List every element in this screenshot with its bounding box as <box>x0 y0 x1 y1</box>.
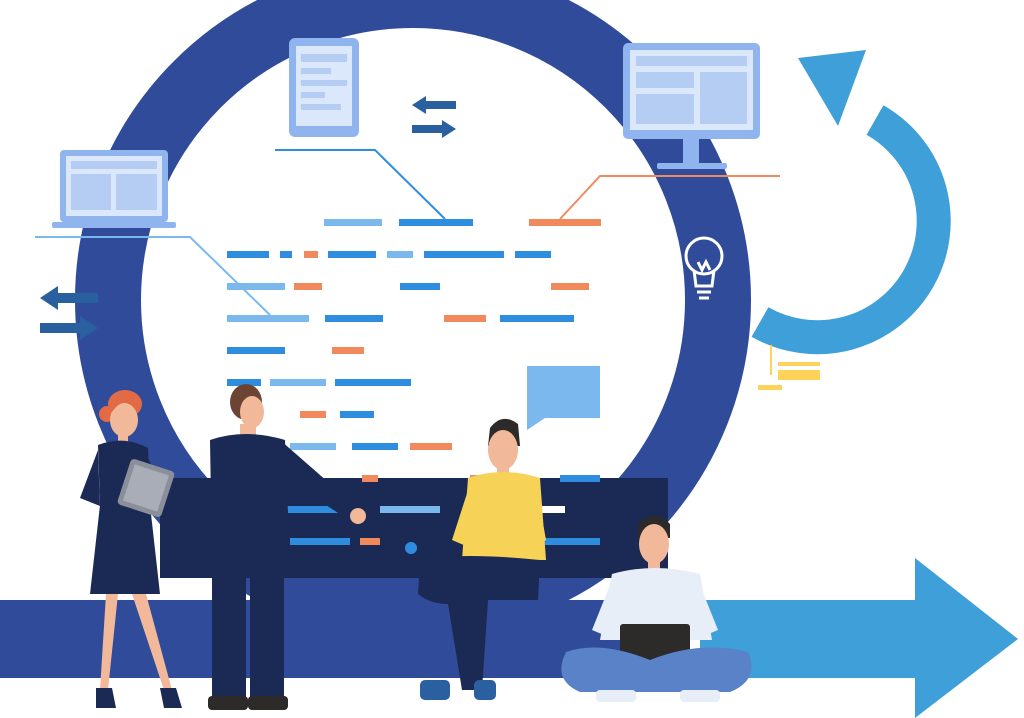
main-cycle-ring <box>75 0 751 638</box>
monitor-icon <box>623 43 760 169</box>
yellow-notes <box>758 345 820 390</box>
laptop-icon <box>52 150 176 228</box>
exchange-arrows-icon-left <box>40 286 98 340</box>
man-with-laptop-yellow <box>376 418 546 700</box>
lightbulb-icon <box>684 236 724 300</box>
exchange-arrows-icon <box>412 96 456 138</box>
man-sitting-with-laptop <box>561 516 752 702</box>
tablet-icon <box>289 38 359 137</box>
woman-with-tablet <box>80 390 182 708</box>
code-lines <box>227 219 601 450</box>
speech-bubble-icon <box>527 366 600 430</box>
man-in-suit <box>208 384 366 710</box>
forward-arrow-icon <box>700 558 1018 718</box>
connector-lines <box>35 149 780 316</box>
cycle-arrow-icon <box>751 50 951 355</box>
